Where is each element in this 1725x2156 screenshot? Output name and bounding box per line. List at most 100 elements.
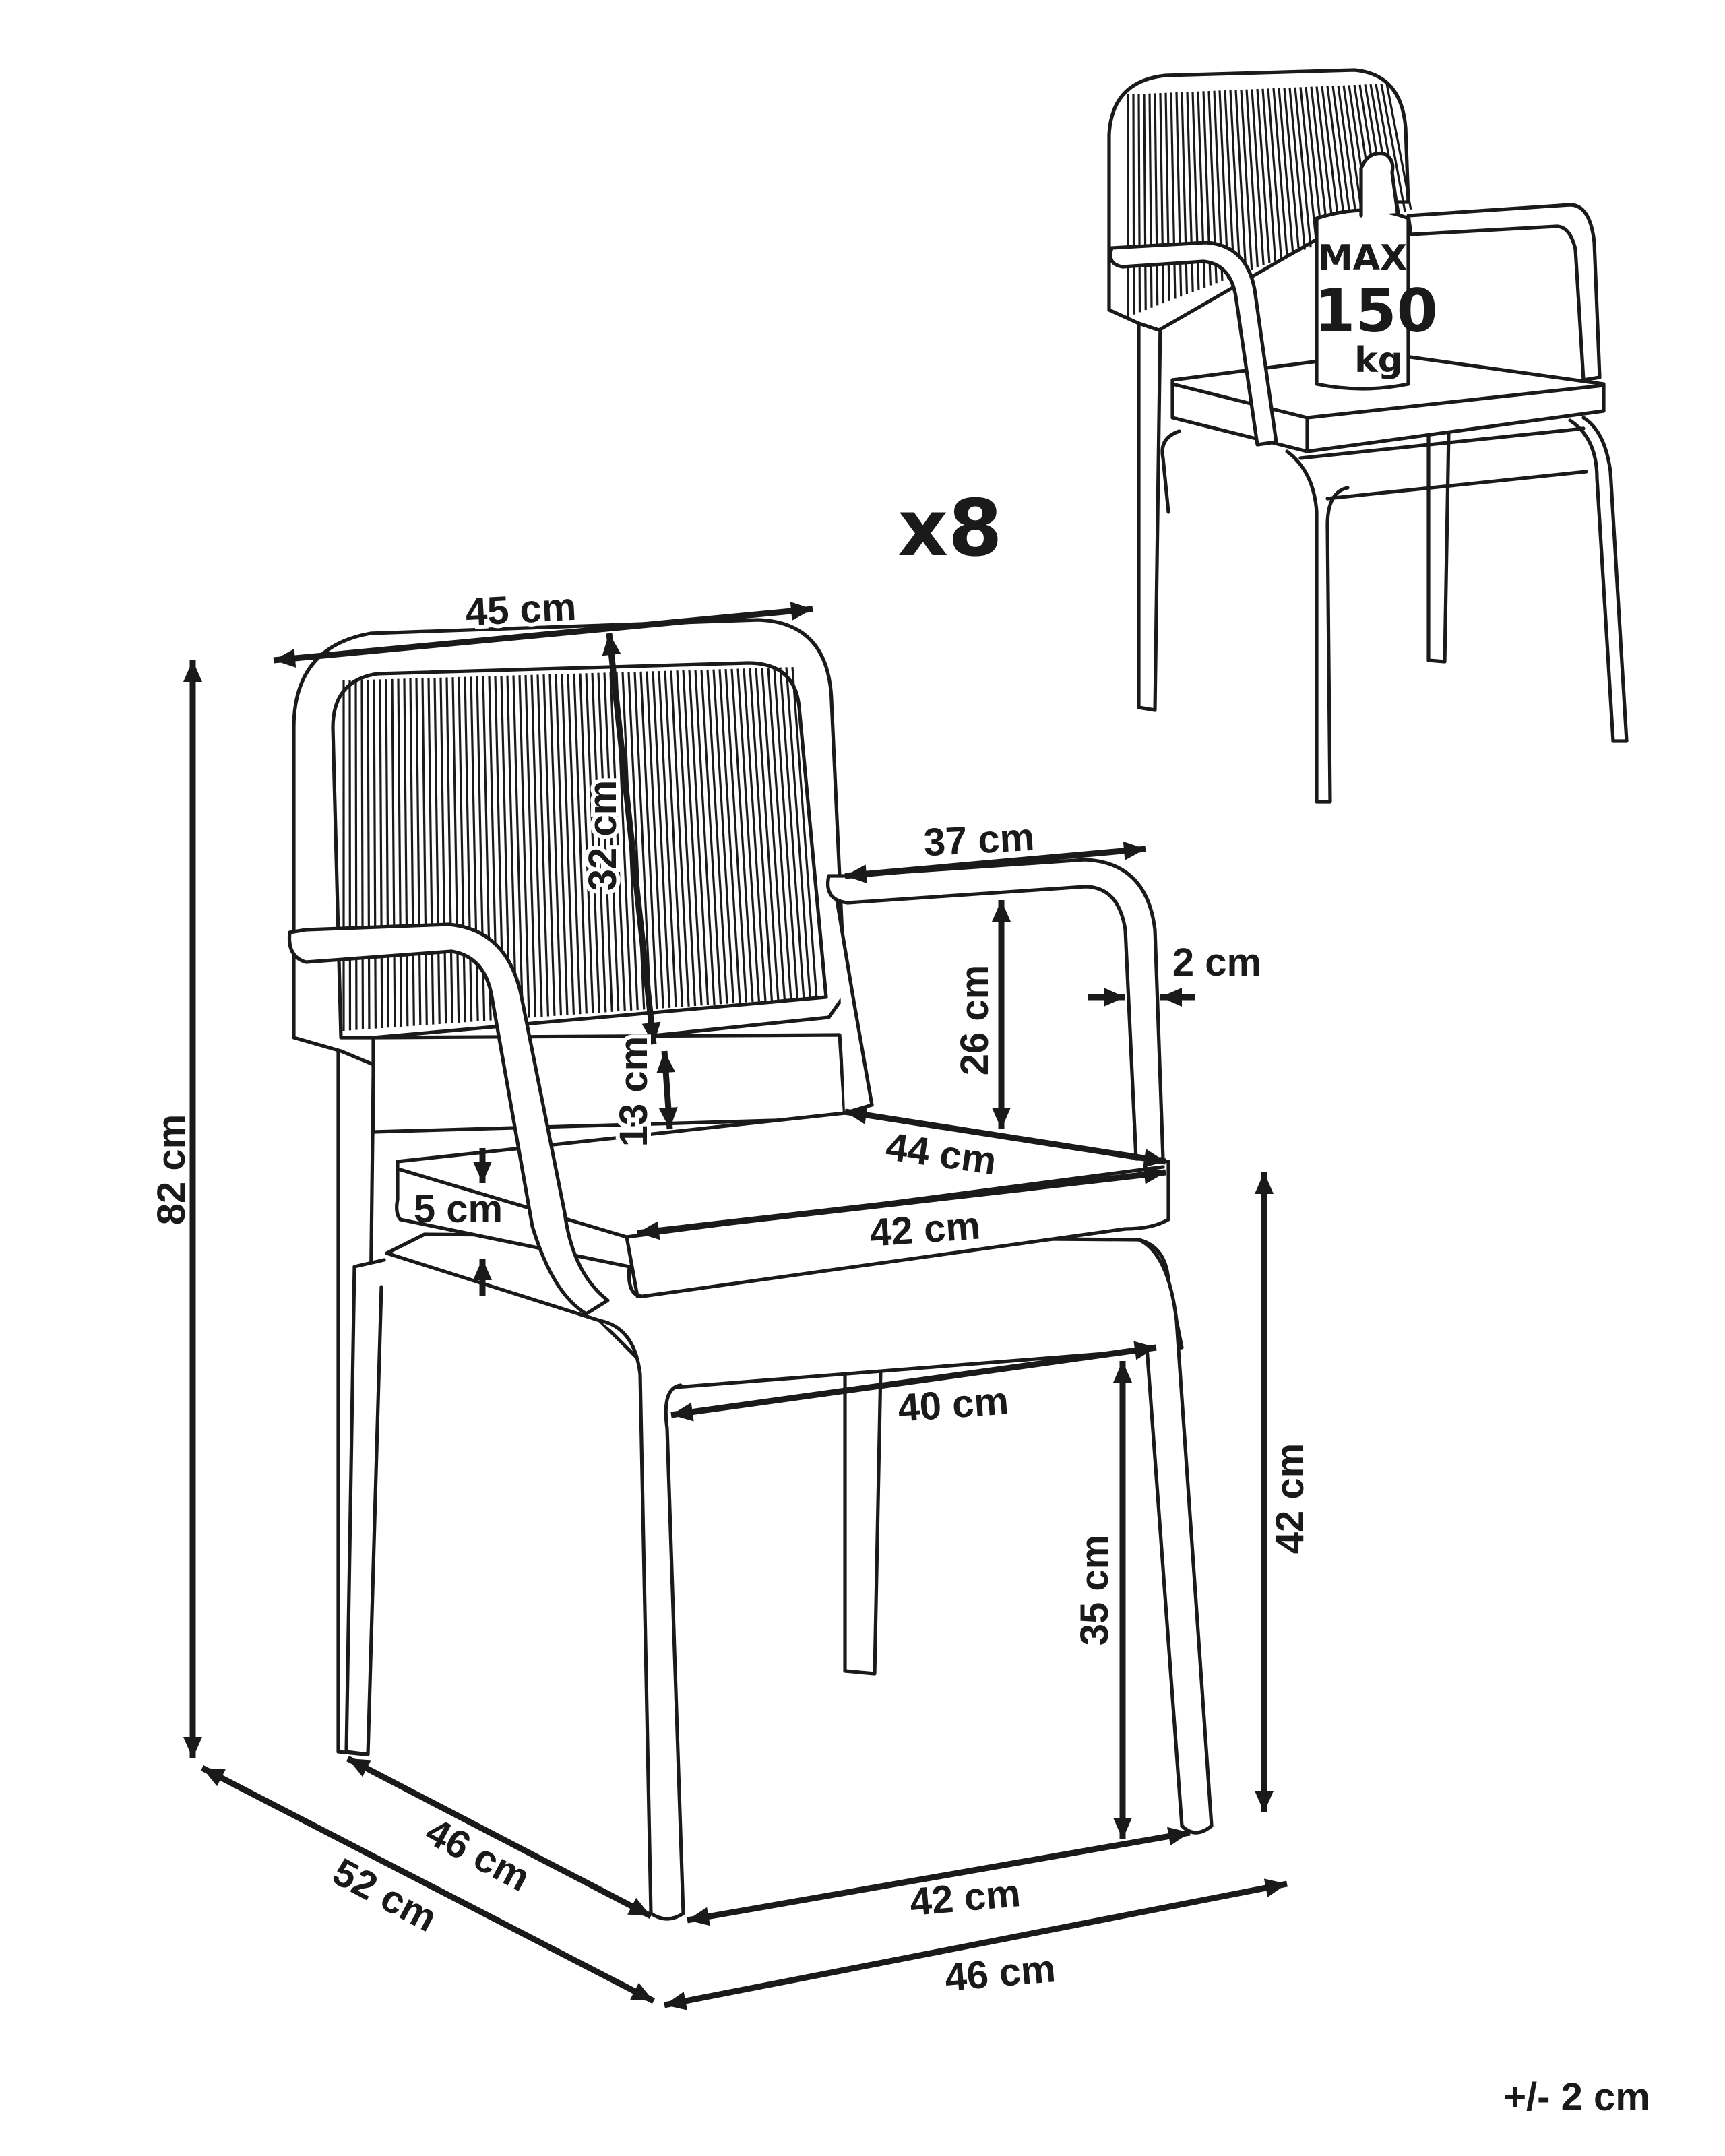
arrowhead: [992, 1108, 1011, 1129]
dimension-inner-width: [670, 1341, 1157, 1422]
arrowhead: [845, 1106, 868, 1124]
rope-strand: [779, 667, 805, 998]
rope-strand: [1240, 89, 1253, 270]
arrowhead: [992, 900, 1011, 922]
small-left-armrest: [1108, 241, 1278, 447]
rope-strand: [1321, 86, 1342, 236]
left-armrest: [287, 922, 610, 1316]
rope-strand: [773, 667, 798, 999]
label-backrest-height: 32 cm: [581, 780, 625, 891]
arrowhead: [473, 1259, 492, 1280]
rope-strand: [743, 668, 767, 1001]
dimension-lines: [183, 602, 1288, 2010]
label-frame-thickness: 2 cm: [1172, 941, 1261, 984]
rope-strand: [555, 674, 569, 1015]
small-seat-edge: [1170, 382, 1606, 453]
rope-strand: [658, 670, 677, 1008]
arrowhead: [630, 1982, 654, 2001]
rope-strand: [1251, 89, 1265, 265]
rope-strand: [1256, 88, 1271, 263]
arrowhead: [1123, 841, 1146, 860]
rope-strand: [730, 668, 754, 1003]
rope-strand: [785, 667, 811, 998]
rope-strand: [1234, 90, 1247, 272]
label-total-height: 82 cm: [150, 1114, 193, 1225]
rope-strand: [567, 674, 582, 1015]
label-cushion-thickness: 5 cm: [414, 1187, 503, 1231]
label-leg-width: 42 cm: [908, 1871, 1023, 1924]
main-chair-drawing: [287, 618, 1214, 1921]
arrowhead: [202, 1768, 226, 1787]
dimension-armrest-height: [992, 900, 1011, 1129]
rope-strand: [373, 679, 377, 1029]
rope-strand: [542, 674, 556, 1016]
small-front-legs: [1285, 416, 1629, 804]
arrowhead: [658, 1107, 678, 1129]
rope-strand: [761, 668, 786, 1000]
arrowhead: [274, 649, 296, 668]
rope-strand: [518, 675, 530, 1018]
rope-strand: [1294, 87, 1312, 248]
seat-cushion: [395, 1111, 1170, 1298]
rope-strand: [767, 668, 792, 1000]
rope-strand: [724, 668, 748, 1003]
quantity-label: x8: [898, 483, 1003, 574]
arrowhead: [845, 864, 868, 884]
rope-strand: [1148, 93, 1153, 308]
arrowhead: [348, 1758, 371, 1777]
max-load-unit: kg: [1354, 340, 1403, 381]
arrowhead: [641, 1021, 661, 1044]
rope-strand: [1159, 92, 1165, 304]
rope-strand: [536, 674, 550, 1017]
rope-strand: [415, 678, 422, 1025]
rope-strand: [1278, 88, 1294, 255]
label-seat-width: 42 cm: [868, 1203, 982, 1255]
rope-strand: [585, 673, 600, 1013]
rope-strand: [1229, 90, 1241, 275]
rope-strand: [749, 668, 773, 1001]
dimension-line: [346, 1756, 653, 1919]
rope-strand: [512, 675, 524, 1019]
arrowhead: [1255, 1791, 1274, 1812]
rope-strand: [561, 674, 575, 1015]
dimension-seat-height: [1255, 1172, 1274, 1812]
rope-strand: [755, 668, 780, 1001]
rope-strand: [421, 678, 428, 1025]
dimension-seat-width: [637, 1165, 1166, 1240]
dimension-seat-depth: [844, 1106, 1166, 1168]
dimension-total-height: [183, 660, 202, 1758]
dimension-line: [606, 633, 657, 1045]
arrowhead: [602, 633, 621, 656]
rope-strand: [439, 677, 447, 1024]
front-right-leg: [1137, 1238, 1214, 1835]
rope-strand: [409, 678, 415, 1026]
rope-strand: [718, 669, 741, 1003]
label-armrest-height: 26 cm: [953, 965, 997, 1075]
dimension-frame-thickness-right: [1160, 988, 1195, 1007]
arrowhead: [790, 602, 813, 621]
dimension-line: [687, 1829, 1191, 1924]
arrowhead: [1104, 988, 1125, 1007]
rope-strand: [591, 672, 607, 1013]
label-inner-width: 40 cm: [896, 1378, 1010, 1430]
rope-strand: [385, 679, 389, 1028]
rope-strand: [403, 678, 409, 1027]
rope-strand: [427, 678, 435, 1025]
dimension-backrest-gap: [656, 1050, 678, 1130]
arrowhead: [1167, 1827, 1190, 1846]
arrowhead: [183, 660, 202, 682]
dimension-cushion-top: [473, 1148, 492, 1183]
load-capacity-chair-drawing: MAX 150 kg: [1107, 68, 1629, 804]
weight-icon: MAX 150 kg: [1314, 151, 1438, 391]
dimension-under-seat-height: [1113, 1361, 1132, 1839]
rope-strand: [379, 679, 383, 1028]
max-label: MAX: [1318, 238, 1407, 278]
rope-strand: [694, 670, 716, 1005]
label-armrest-depth: 37 cm: [922, 815, 1036, 865]
rope-strand: [1331, 86, 1353, 232]
rope-strand: [1380, 84, 1406, 212]
dimension-cushion-bottom: [473, 1259, 492, 1296]
rope-strand: [791, 667, 818, 998]
